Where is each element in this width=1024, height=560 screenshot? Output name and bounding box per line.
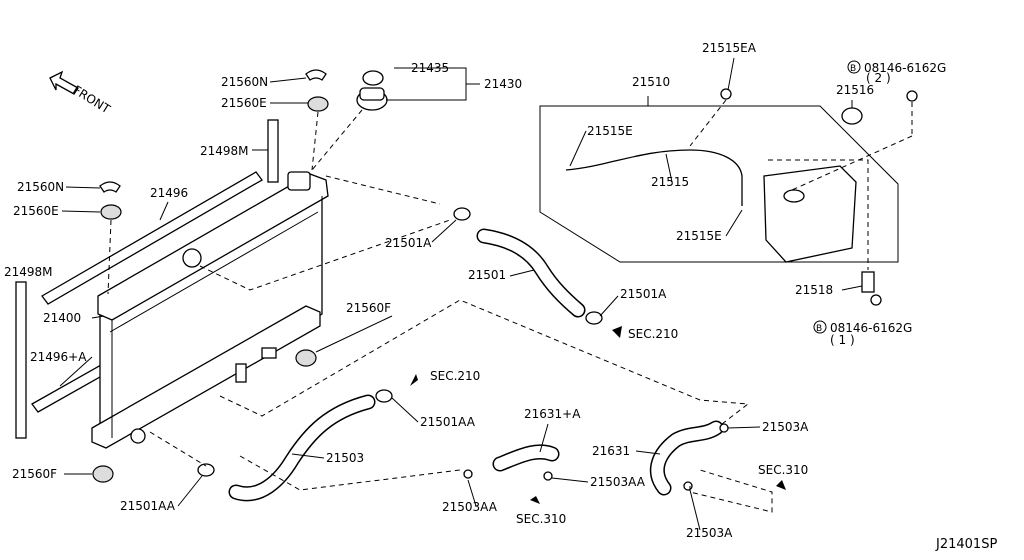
callout-c21518: 21518 — [795, 283, 833, 297]
callout-c21503A_a: 21503A — [762, 420, 809, 434]
callout-c21501: 21501 — [468, 268, 506, 282]
callout-c21560E_b: 21560E — [13, 204, 59, 218]
callout-cSEC210_b: SEC.210 — [430, 369, 480, 383]
callout-cSEC310_b: SEC.310 — [758, 463, 808, 477]
callout-c21503AA_a: 21503AA — [590, 475, 646, 489]
callout-c21515E_a: 21515E — [587, 124, 633, 138]
radiator-21400 — [91, 171, 329, 449]
callout-cBolt1: 08146-6162G — [830, 321, 912, 335]
callout-c21515E_b: 21515E — [676, 229, 722, 243]
callout-cSEC310_a: SEC.310 — [516, 512, 566, 526]
leader-lines — [59, 57, 863, 531]
callout-c21631A: 21631+A — [524, 407, 581, 421]
callout-c21498M_b: 21498M — [4, 265, 53, 279]
callout-c21435: 21435 — [411, 61, 449, 75]
callout-c21515EA: 21515EA — [702, 41, 757, 55]
callout-c21501A_a: 21501A — [385, 236, 432, 250]
bolt-badge-icon: B B — [813, 60, 861, 334]
rubber-strip-21498m — [15, 119, 279, 439]
callout-cBolt1q: ( 1 ) — [830, 333, 855, 347]
callout-c21631: 21631 — [592, 444, 630, 458]
reservoir-assembly-21510 — [539, 88, 918, 306]
callout-c21560E_a: 21560E — [221, 96, 267, 110]
bolt-badge-bottom: B — [816, 324, 822, 334]
lower-hose-21503 — [149, 299, 750, 502]
callout-c21496: 21496 — [150, 186, 188, 200]
callout-c21560F_b: 21560F — [12, 467, 57, 481]
hose-21631 — [463, 420, 773, 513]
callout-c21560F_a: 21560F — [346, 301, 391, 315]
callout-c21498M_a: 21498M — [200, 144, 249, 158]
front-label: FRONT — [70, 83, 113, 117]
callout-c21501AA_a: 21501AA — [420, 415, 476, 429]
callout-c21503A_b: 21503A — [686, 526, 733, 540]
callout-c21503AA_b: 21503AA — [442, 500, 498, 514]
mount-bushings — [92, 69, 329, 483]
callout-c21430: 21430 — [484, 77, 522, 91]
diagram-code: J21401SP — [935, 537, 997, 552]
callout-c21503: 21503 — [326, 451, 364, 465]
upper-hose-21501 — [199, 175, 603, 325]
callout-labels: 21560N 21560E 21435 21430 21498M 21560N 21496 2… — [4, 41, 946, 540]
sec-arrow-icons — [410, 326, 786, 504]
callout-c21516: 21516 — [836, 83, 874, 97]
callout-c21400: 21400 — [43, 311, 81, 325]
callout-c21510: 21510 — [632, 75, 670, 89]
radiator-cap-21430 — [311, 67, 480, 171]
callout-c21501AA_b: 21501AA — [120, 499, 176, 513]
callout-cBolt2: 08146-6162G — [864, 61, 946, 75]
callout-c21560N_a: 21560N — [221, 75, 268, 89]
callout-c21496A: 21496+A — [30, 350, 87, 364]
callout-c21501A_b: 21501A — [620, 287, 667, 301]
callout-c21560N_b: 21560N — [17, 180, 64, 194]
front-arrow-icon — [49, 70, 79, 95]
callout-cBolt2q: ( 2 ) — [866, 71, 891, 85]
bolt-badge-top: B — [850, 64, 856, 74]
callout-cSEC210_a: SEC.210 — [628, 327, 678, 341]
callout-c21515: 21515 — [651, 175, 689, 189]
